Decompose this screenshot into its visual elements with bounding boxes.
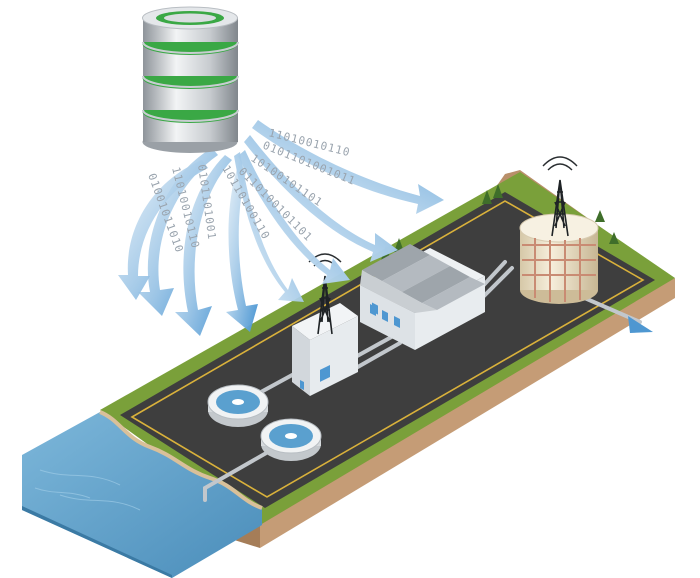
clarifier-tank-1 — [207, 384, 269, 427]
soil-edge-front — [260, 278, 675, 548]
data-flow-arrow-icon — [234, 152, 304, 302]
clarifier-tank-2 — [260, 418, 322, 461]
data-flow-arrows — [118, 120, 444, 336]
outlet-arrow — [628, 316, 653, 333]
water-body — [22, 410, 263, 578]
data-flow-arrow-icon — [118, 160, 208, 300]
control-building — [292, 303, 358, 396]
data-flow-arrow-icon — [175, 155, 232, 336]
data-flow-arrow-icon — [252, 120, 444, 214]
database-icon — [142, 6, 239, 153]
data-flow-arrow-icon — [244, 135, 398, 262]
storage-tank — [519, 213, 599, 304]
data-flow-arrow-icon — [226, 160, 258, 332]
factory-building — [360, 244, 485, 350]
data-flow-arrow-icon — [238, 150, 350, 284]
radio-tower-icon — [542, 156, 578, 237]
data-flow-arrow-icon — [138, 148, 218, 316]
